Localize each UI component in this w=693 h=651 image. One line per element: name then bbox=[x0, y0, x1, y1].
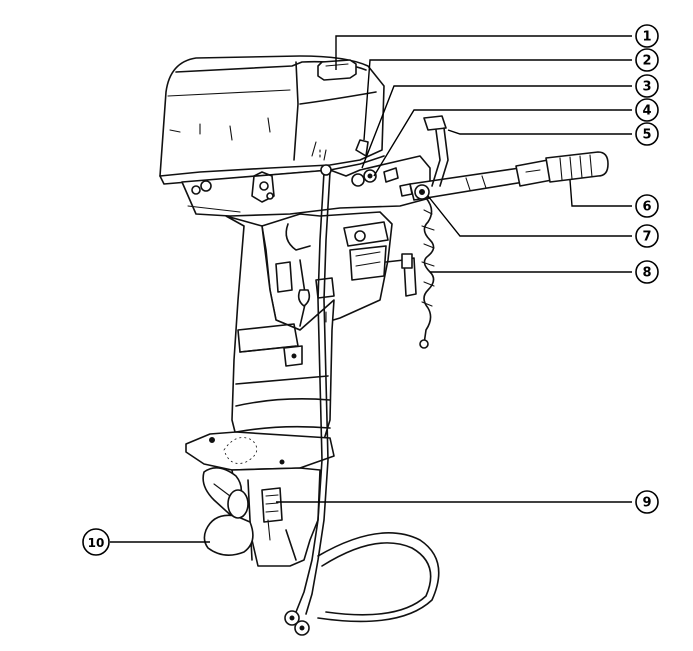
fuel-hose bbox=[284, 164, 440, 636]
gearcase bbox=[185, 431, 335, 567]
callout-label: 10 bbox=[88, 536, 105, 550]
midsection bbox=[225, 215, 335, 453]
callout-label: 8 bbox=[642, 266, 651, 281]
choke-and-controls bbox=[351, 139, 413, 197]
callout-5: 5 bbox=[635, 122, 659, 146]
callout-label: 4 bbox=[642, 104, 651, 119]
callout-3: 3 bbox=[635, 74, 659, 98]
propeller bbox=[202, 467, 254, 556]
callout-label: 7 bbox=[642, 230, 651, 245]
callout-label: 2 bbox=[642, 54, 651, 69]
callout-label: 6 bbox=[642, 200, 651, 215]
tiller-handle bbox=[409, 151, 609, 201]
shift-lever bbox=[423, 115, 449, 187]
callout-label: 1 bbox=[642, 30, 651, 45]
top-cowl-handle bbox=[317, 59, 357, 81]
callout-label: 3 bbox=[642, 80, 651, 95]
callout-2: 2 bbox=[635, 48, 659, 72]
callout-8: 8 bbox=[635, 260, 659, 284]
callout-label: 9 bbox=[642, 496, 651, 511]
callout-10: 10 bbox=[82, 528, 110, 556]
engine-cowl bbox=[159, 55, 385, 185]
callout-4: 4 bbox=[635, 98, 659, 122]
callout-6: 6 bbox=[635, 194, 659, 218]
callout-9: 9 bbox=[635, 490, 659, 514]
lanyard-cord bbox=[403, 197, 435, 349]
stop-switch bbox=[414, 184, 430, 200]
callout-1: 1 bbox=[635, 24, 659, 48]
leader-lines bbox=[110, 35, 632, 543]
callout-7: 7 bbox=[635, 224, 659, 248]
callout-label: 5 bbox=[642, 128, 651, 143]
